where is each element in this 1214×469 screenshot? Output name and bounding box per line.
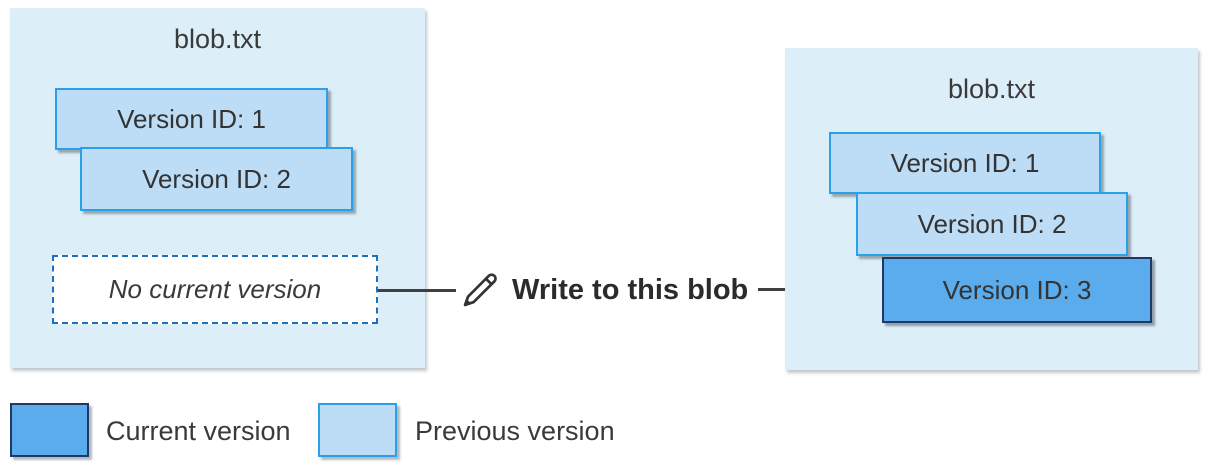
left-version-2-label: Version ID: 2 bbox=[142, 163, 291, 194]
legend-label-current: Current version bbox=[106, 416, 291, 446]
right-version-2-box: Version ID: 2 bbox=[856, 192, 1128, 256]
left-blob-container: blob.txt Version ID: 1 Version ID: 2 No … bbox=[10, 8, 425, 368]
right-version-1-label: Version ID: 1 bbox=[890, 147, 1040, 178]
legend-swatch-previous bbox=[318, 403, 397, 457]
left-blob-title: blob.txt bbox=[173, 24, 262, 54]
right-version-3-label: Version ID: 3 bbox=[942, 274, 1092, 305]
pencil-icon bbox=[463, 273, 497, 307]
legend-swatch-current bbox=[10, 403, 89, 457]
legend-label-previous: Previous version bbox=[415, 416, 615, 446]
no-current-version-label: No current version bbox=[108, 274, 322, 304]
connector-line-left bbox=[378, 289, 456, 292]
left-version-1-box: Version ID: 1 bbox=[55, 88, 328, 150]
left-version-2-box: Version ID: 2 bbox=[80, 147, 353, 211]
right-version-1-box: Version ID: 1 bbox=[829, 132, 1101, 194]
right-blob-title: blob.txt bbox=[947, 74, 1036, 104]
right-version-2-label: Version ID: 2 bbox=[917, 208, 1067, 239]
action-label: Write to this blob bbox=[512, 274, 749, 306]
left-version-1-label: Version ID: 1 bbox=[117, 103, 266, 134]
right-version-3-box: Version ID: 3 bbox=[882, 257, 1152, 323]
right-blob-container: blob.txt Version ID: 1 Version ID: 2 Ver… bbox=[785, 48, 1198, 370]
no-current-version-box: No current version bbox=[52, 255, 378, 324]
